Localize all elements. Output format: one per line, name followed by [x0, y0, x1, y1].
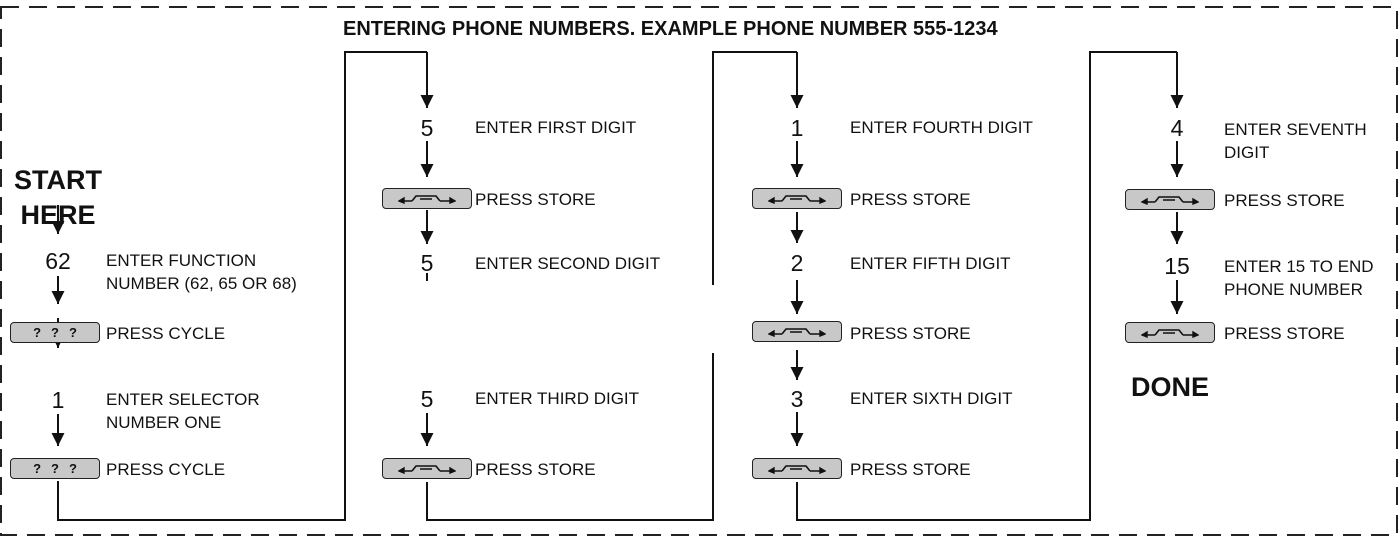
handset-arrows-icon: [1141, 329, 1199, 338]
store-key-icon: [382, 458, 472, 479]
store-key-icon: [1125, 322, 1215, 343]
question-mark-icon: ?: [51, 461, 59, 476]
press-text: PRESS CYCLE: [106, 324, 226, 343]
step-text: ENTER SIXTH DIGIT: [850, 389, 1013, 408]
store-key-icon: [752, 188, 842, 209]
step-value: 5: [420, 386, 434, 412]
handset-arrows-icon: [768, 195, 826, 204]
question-mark-icon: ?: [33, 461, 42, 476]
done-label: DONE: [1130, 372, 1209, 402]
step-value: 5: [420, 115, 434, 141]
press-text: PRESS STORE: [850, 324, 971, 343]
press-text: PRESS STORE: [850, 190, 971, 209]
step-value: 15: [1164, 253, 1190, 279]
handset-arrows-icon: [768, 465, 826, 474]
step-value: 1: [51, 387, 65, 413]
connector-line: [426, 353, 714, 521]
step-value: 2: [790, 250, 804, 276]
step-text: ENTER FIFTH DIGIT: [850, 254, 1011, 273]
question-mark-icon: ?: [68, 461, 77, 476]
press-text: PRESS STORE: [1224, 191, 1345, 210]
step-text: ENTER SEVENTH DIGIT: [1224, 120, 1367, 162]
press-text: PRESS STORE: [475, 460, 596, 479]
cycle-key-icon: ? ? ?: [10, 322, 100, 343]
step-text: ENTER FUNCTION NUMBER (62, 65 OR 68): [106, 251, 297, 293]
store-key-icon: [382, 188, 472, 209]
step-value: 3: [790, 386, 804, 412]
press-text: PRESS CYCLE: [106, 460, 226, 479]
press-text: PRESS STORE: [475, 190, 596, 209]
connector-line: [712, 51, 797, 285]
step-text: ENTER FIRST DIGIT: [475, 118, 637, 137]
step-value: 1: [790, 115, 804, 141]
step-text: ENTER 15 TO END PHONE NUMBER: [1224, 257, 1374, 299]
step-value: 5: [420, 250, 434, 276]
handset-arrows-icon: [398, 195, 456, 204]
handset-arrows-icon: [1141, 196, 1199, 205]
press-text: PRESS STORE: [1224, 324, 1345, 343]
question-mark-icon: ?: [51, 325, 59, 340]
step-text: ENTER FOURTH DIGIT: [850, 118, 1033, 137]
step-value: 4: [1170, 115, 1184, 141]
question-mark-icon: ?: [68, 325, 77, 340]
store-key-icon: [752, 458, 842, 479]
dashed-border: [0, 6, 1398, 536]
step-text: ENTER THIRD DIGIT: [475, 389, 640, 408]
press-text: PRESS STORE: [850, 460, 971, 479]
connector-line: [796, 51, 1177, 521]
step-text: ENTER SECOND DIGIT: [475, 254, 661, 273]
handset-arrows-icon: [768, 328, 826, 337]
step-text: ENTER SELECTOR NUMBER ONE: [106, 390, 260, 432]
store-key-icon: [1125, 189, 1215, 210]
diagram-title: ENTERING PHONE NUMBERS. EXAMPLE PHONE NU…: [343, 18, 998, 40]
handset-arrows-icon: [398, 465, 456, 474]
connector-line: [57, 51, 427, 521]
step-value: 62: [45, 248, 71, 274]
cycle-key-icon: ? ? ?: [10, 458, 100, 479]
start-label: START HERE: [14, 165, 102, 230]
store-key-icon: [752, 321, 842, 342]
question-mark-icon: ?: [33, 325, 42, 340]
